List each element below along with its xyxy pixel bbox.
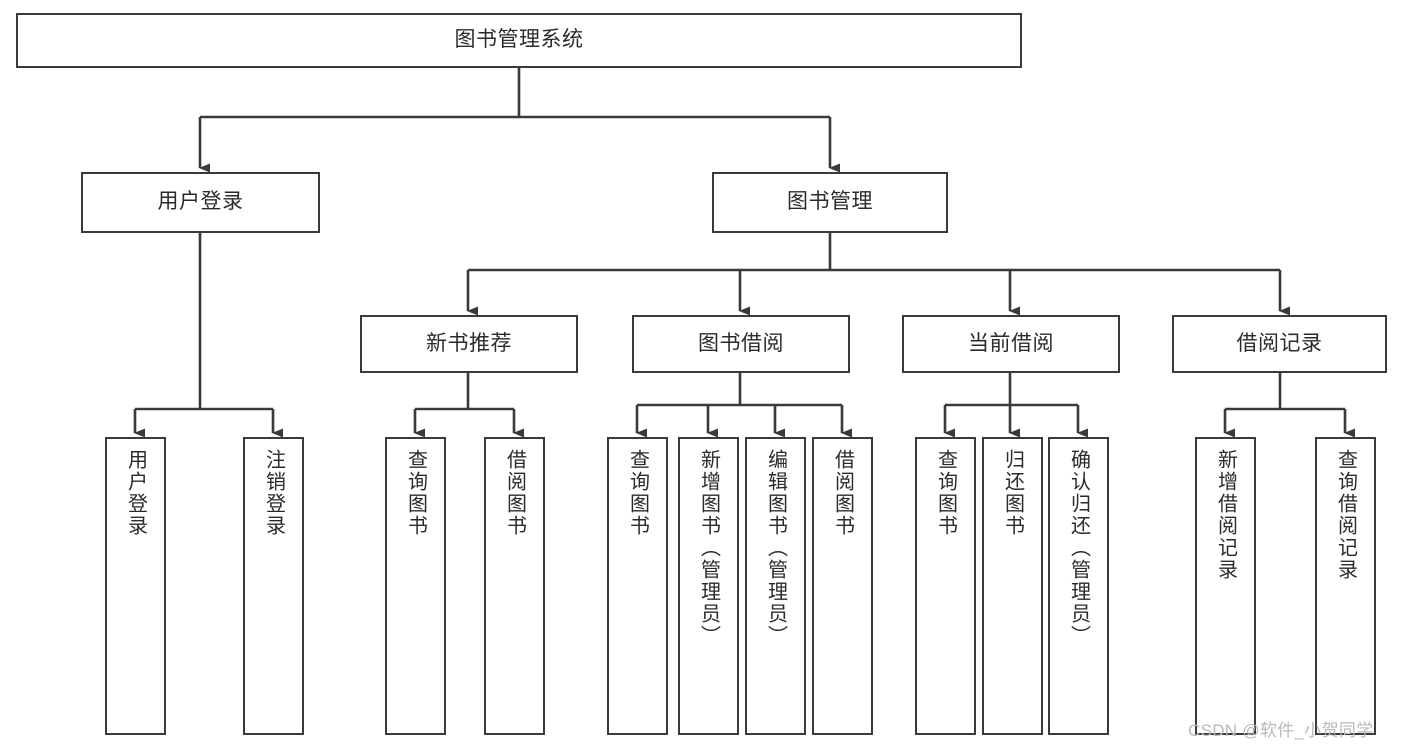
node-label: 借阅图书 [503, 449, 526, 537]
leaf-return-book[interactable]: 归还图书 [982, 437, 1043, 735]
node-label: 新增借阅记录 [1214, 449, 1237, 581]
leaf-query-book-3[interactable]: 查询图书 [915, 437, 976, 735]
node-current-borrow[interactable]: 当前借阅 [902, 315, 1120, 373]
node-label: 编辑图书（管理员） [764, 449, 787, 647]
node-user-login[interactable]: 用户登录 [81, 172, 320, 233]
leaf-edit-book[interactable]: 编辑图书（管理员） [745, 437, 806, 735]
leaf-user-login[interactable]: 用户登录 [105, 437, 166, 735]
node-new-book-recommend[interactable]: 新书推荐 [360, 315, 578, 373]
node-label: 注销登录 [262, 449, 285, 537]
leaf-add-book[interactable]: 新增图书（管理员） [678, 437, 739, 735]
node-label: 当前借阅 [968, 331, 1054, 355]
leaf-logout-login[interactable]: 注销登录 [243, 437, 304, 735]
leaf-add-record[interactable]: 新增借阅记录 [1195, 437, 1256, 735]
node-label: 借阅图书 [831, 449, 854, 537]
node-label: 用户登录 [124, 449, 147, 537]
node-label: 归还图书 [1001, 449, 1024, 537]
node-label: 图书借阅 [698, 331, 784, 355]
node-label: 借阅记录 [1236, 331, 1323, 355]
node-label: 确认归还（管理员） [1067, 449, 1090, 647]
node-label: 查询图书 [404, 449, 427, 537]
csdn-watermark: CSDN @软件_小贺同学 [1188, 721, 1374, 740]
leaf-borrow-book-1[interactable]: 借阅图书 [484, 437, 545, 735]
leaf-query-book-2[interactable]: 查询图书 [607, 437, 668, 735]
node-label: 新增图书（管理员） [697, 449, 720, 647]
node-borrow-record[interactable]: 借阅记录 [1172, 315, 1387, 373]
leaf-query-book-1[interactable]: 查询图书 [385, 437, 446, 735]
node-label: 用户登录 [157, 190, 244, 214]
node-label: 查询图书 [626, 449, 649, 537]
leaf-confirm-return[interactable]: 确认归还（管理员） [1048, 437, 1109, 735]
node-book-management-system[interactable]: 图书管理系统 [16, 13, 1022, 68]
node-book-borrow[interactable]: 图书借阅 [632, 315, 850, 373]
node-label: 查询图书 [934, 449, 957, 537]
leaf-query-record[interactable]: 查询借阅记录 [1315, 437, 1376, 735]
node-label: 查询借阅记录 [1334, 449, 1357, 581]
node-book-manage[interactable]: 图书管理 [712, 172, 948, 233]
node-label: 新书推荐 [426, 331, 512, 355]
node-label: 图书管理系统 [454, 28, 584, 52]
leaf-borrow-book-2[interactable]: 借阅图书 [812, 437, 873, 735]
node-label: 图书管理 [787, 190, 873, 214]
